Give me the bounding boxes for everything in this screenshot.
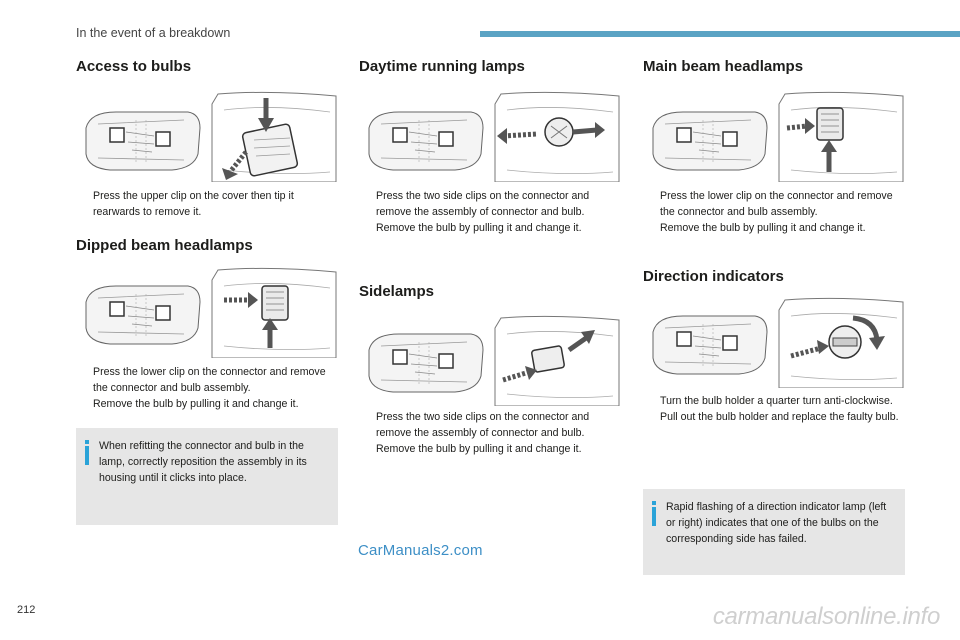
steps-access-to-bulbs: Press the upper clip on the cover then t… xyxy=(76,188,338,220)
heading-dipped-beam: Dipped beam headlamps xyxy=(76,237,253,254)
heading-sidelamps: Sidelamps xyxy=(359,283,435,300)
step-item: Press the lower clip on the connector an… xyxy=(660,190,893,218)
note-dipped-beam: When refitting the connector and bulb in… xyxy=(76,428,338,525)
figure-access-to-bulbs xyxy=(76,90,338,182)
step-item: Remove the bulb by pulling it and change… xyxy=(376,222,582,234)
section-header-title: In the event of a breakdown xyxy=(76,26,231,40)
step-item: Remove the bulb by pulling it and change… xyxy=(376,443,582,455)
header-accent-bar xyxy=(480,31,960,37)
step-item: Press the upper clip on the cover then t… xyxy=(93,190,294,218)
heading-access-to-bulbs: Access to bulbs xyxy=(76,58,192,75)
steps-dipped-beam: Press the lower clip on the connector an… xyxy=(76,364,338,412)
steps-main-beam: Press the lower clip on the connector an… xyxy=(643,188,905,236)
figure-daytime-running xyxy=(359,90,621,182)
heading-main-beam: Main beam headlamps xyxy=(643,58,804,75)
heading-direction-indicators: Direction indicators xyxy=(643,268,784,285)
info-icon xyxy=(652,501,656,526)
step-item: Remove the bulb by pulling it and change… xyxy=(93,398,299,410)
note-direction-indicators: Rapid flashing of a direction indicator … xyxy=(643,489,905,575)
info-icon xyxy=(85,440,89,465)
figure-dipped-beam xyxy=(76,266,338,358)
steps-daytime-running: Press the two side clips on the connecto… xyxy=(359,188,621,236)
figure-sidelamps xyxy=(359,314,621,406)
step-item: Press the two side clips on the connecto… xyxy=(376,190,590,218)
step-item: Pull out the bulb holder and replace the… xyxy=(660,411,899,423)
page-number: 212 xyxy=(17,604,36,616)
step-item: Press the lower clip on the connector an… xyxy=(93,366,326,394)
steps-sidelamps: Press the two side clips on the connecto… xyxy=(359,409,621,457)
figure-main-beam xyxy=(643,90,905,182)
step-item: Press the two side clips on the connecto… xyxy=(376,411,590,439)
step-item: Turn the bulb holder a quarter turn anti… xyxy=(660,395,893,407)
footer-site-watermark: carmanualsonline.info xyxy=(712,603,940,630)
watermark-link[interactable]: CarManuals2.com xyxy=(358,542,483,559)
step-item: Remove the bulb by pulling it and change… xyxy=(660,222,866,234)
figure-direction-indicators xyxy=(643,296,905,388)
steps-direction-indicators: Turn the bulb holder a quarter turn anti… xyxy=(643,393,905,425)
heading-daytime-running: Daytime running lamps xyxy=(359,58,525,75)
